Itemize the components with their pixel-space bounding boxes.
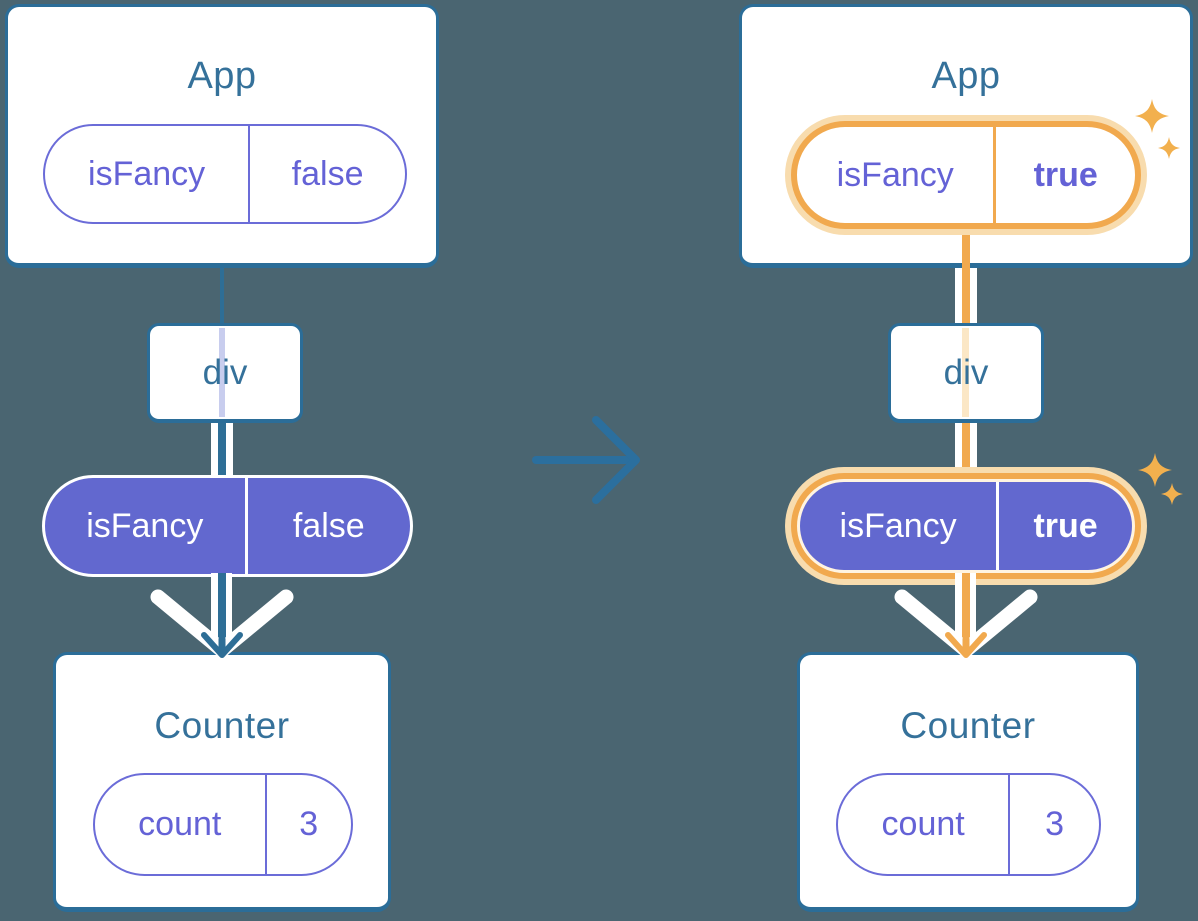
prop-value: false <box>291 154 364 193</box>
connector-app-div <box>220 264 224 326</box>
arrow-right-icon <box>532 416 640 504</box>
prop-pass-through-line <box>962 328 969 417</box>
sparkle-icon <box>1135 99 1180 159</box>
div-element-box: div <box>147 323 303 423</box>
prop-name: isFancy <box>800 482 1000 570</box>
state-pill: count 3 <box>93 773 353 876</box>
prop-name: isFancy <box>45 478 248 574</box>
component-title: App <box>931 55 1001 97</box>
connector-prop-app <box>962 226 970 270</box>
state-pill: count 3 <box>836 773 1101 876</box>
prop-value: false <box>292 506 365 545</box>
div-label: div <box>943 352 989 392</box>
counter-component-box: Counter count 3 <box>797 652 1139 912</box>
component-title: Counter <box>900 705 1036 746</box>
state-value: 3 <box>1045 805 1065 843</box>
div-label: div <box>202 352 248 392</box>
prop-name: isFancy <box>797 127 997 223</box>
prop-pipe <box>211 421 233 479</box>
component-title: Counter <box>154 705 290 746</box>
sparkle-icon <box>1138 453 1183 505</box>
state-name: count <box>838 775 1011 874</box>
prop-pass-through-line <box>219 328 225 417</box>
app-component-box: App isFancy false <box>5 4 439 268</box>
state-value: 3 <box>299 805 319 843</box>
counter-component-box: Counter count 3 <box>53 652 391 912</box>
prop-pill: isFancy false <box>43 124 407 224</box>
component-title: App <box>187 55 257 97</box>
passed-prop-pill: isFancy false <box>42 475 413 577</box>
prop-pill-highlighted: isFancy true <box>791 121 1141 229</box>
prop-value: true <box>1033 506 1098 545</box>
passed-prop-pill-highlighted: isFancy true <box>797 479 1135 573</box>
prop-value: true <box>1033 155 1098 194</box>
prop-pipe <box>955 421 977 483</box>
prop-pipe <box>955 266 977 326</box>
arrow-down-icon <box>150 573 294 658</box>
arrow-down-icon <box>894 573 1038 658</box>
prop-name: isFancy <box>45 126 251 222</box>
state-name: count <box>95 775 267 874</box>
div-element-box: div <box>888 323 1044 423</box>
